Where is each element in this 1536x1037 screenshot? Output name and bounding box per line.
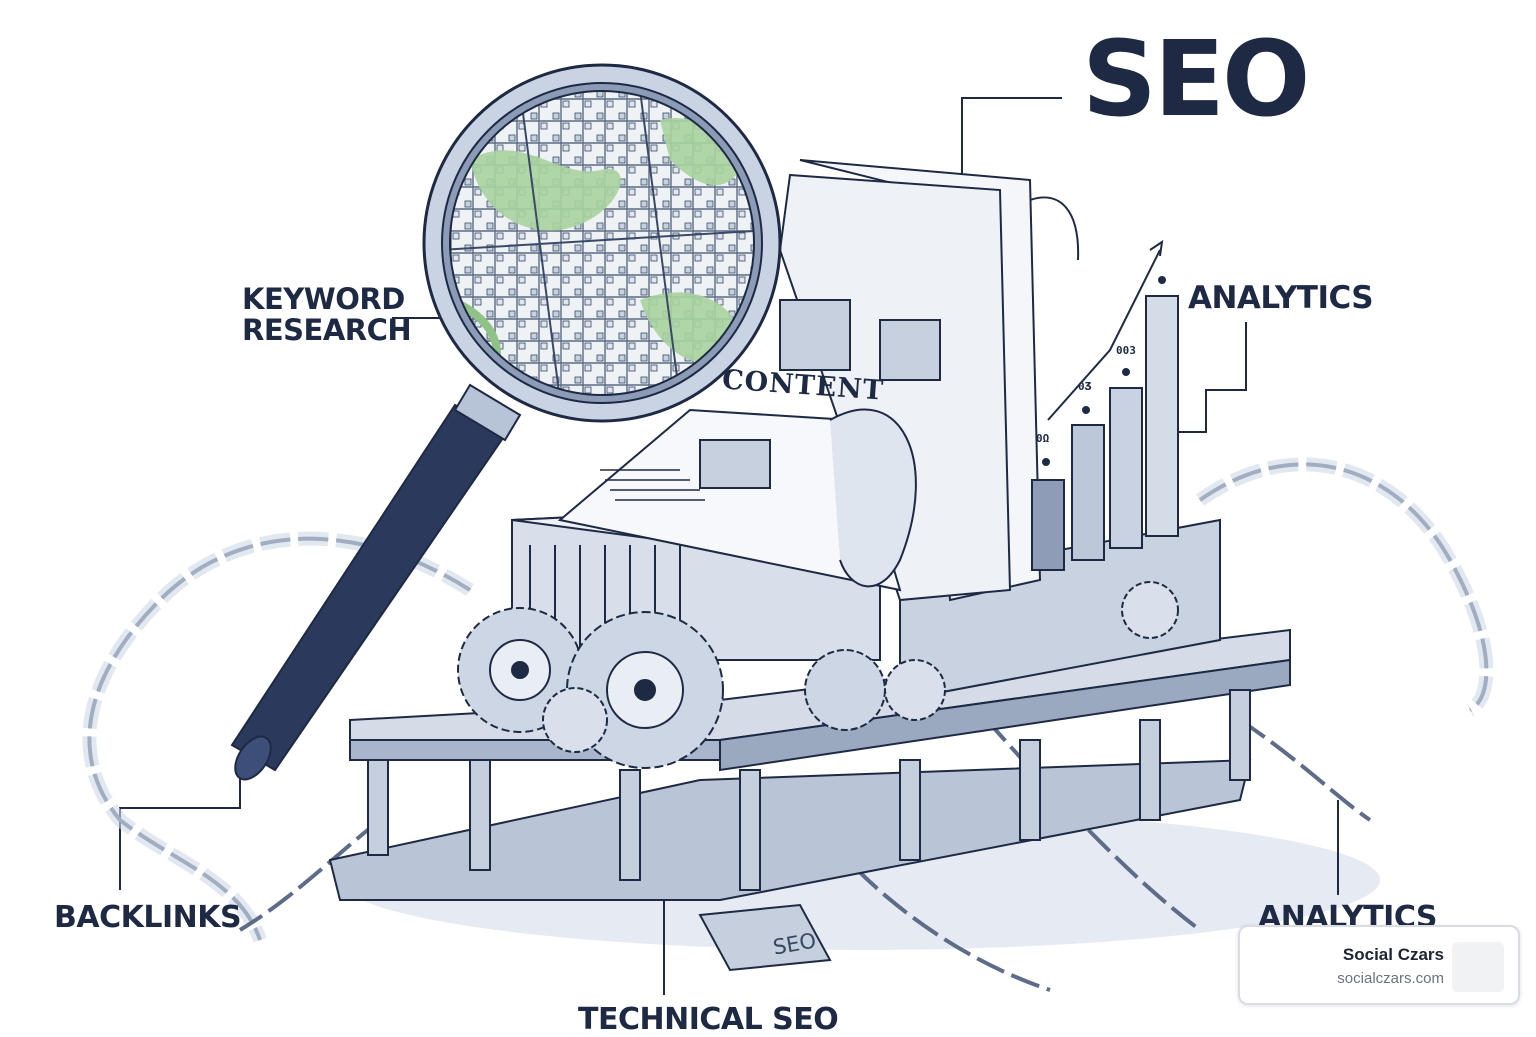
- analytics-bars: [1031, 239, 1179, 571]
- analytics-label-top: ANALYTICS: [1188, 280, 1374, 316]
- watermark-url: socialczars.com: [1337, 970, 1444, 987]
- gear-icons: [457, 581, 1179, 769]
- content-newspaper: [557, 159, 1080, 602]
- bar-tag-2: 0Ʒ: [1078, 380, 1092, 393]
- bar-tag-3: 003: [1116, 344, 1136, 357]
- magnifying-glass: [230, 63, 782, 781]
- keyword-research-line2: RESEARCH: [242, 313, 412, 347]
- technical-seo-label: TECHNICAL SEO: [578, 1002, 839, 1037]
- keyword-research-label: KEYWORD RESEARCH: [242, 282, 412, 347]
- keyword-research-line1: KEYWORD: [242, 282, 405, 316]
- magnifier-handle: [230, 383, 522, 781]
- page-title: SEO: [1082, 18, 1310, 140]
- backlinks-label: BACKLINKS: [54, 900, 242, 935]
- watermark-name: Social Czars: [1342, 945, 1444, 964]
- watermark-logo-icon: [1452, 942, 1504, 992]
- watermark-card[interactable]: Social Czars socialczars.com: [1238, 925, 1520, 1005]
- bar-tag-1: 0Ω: [1036, 432, 1050, 445]
